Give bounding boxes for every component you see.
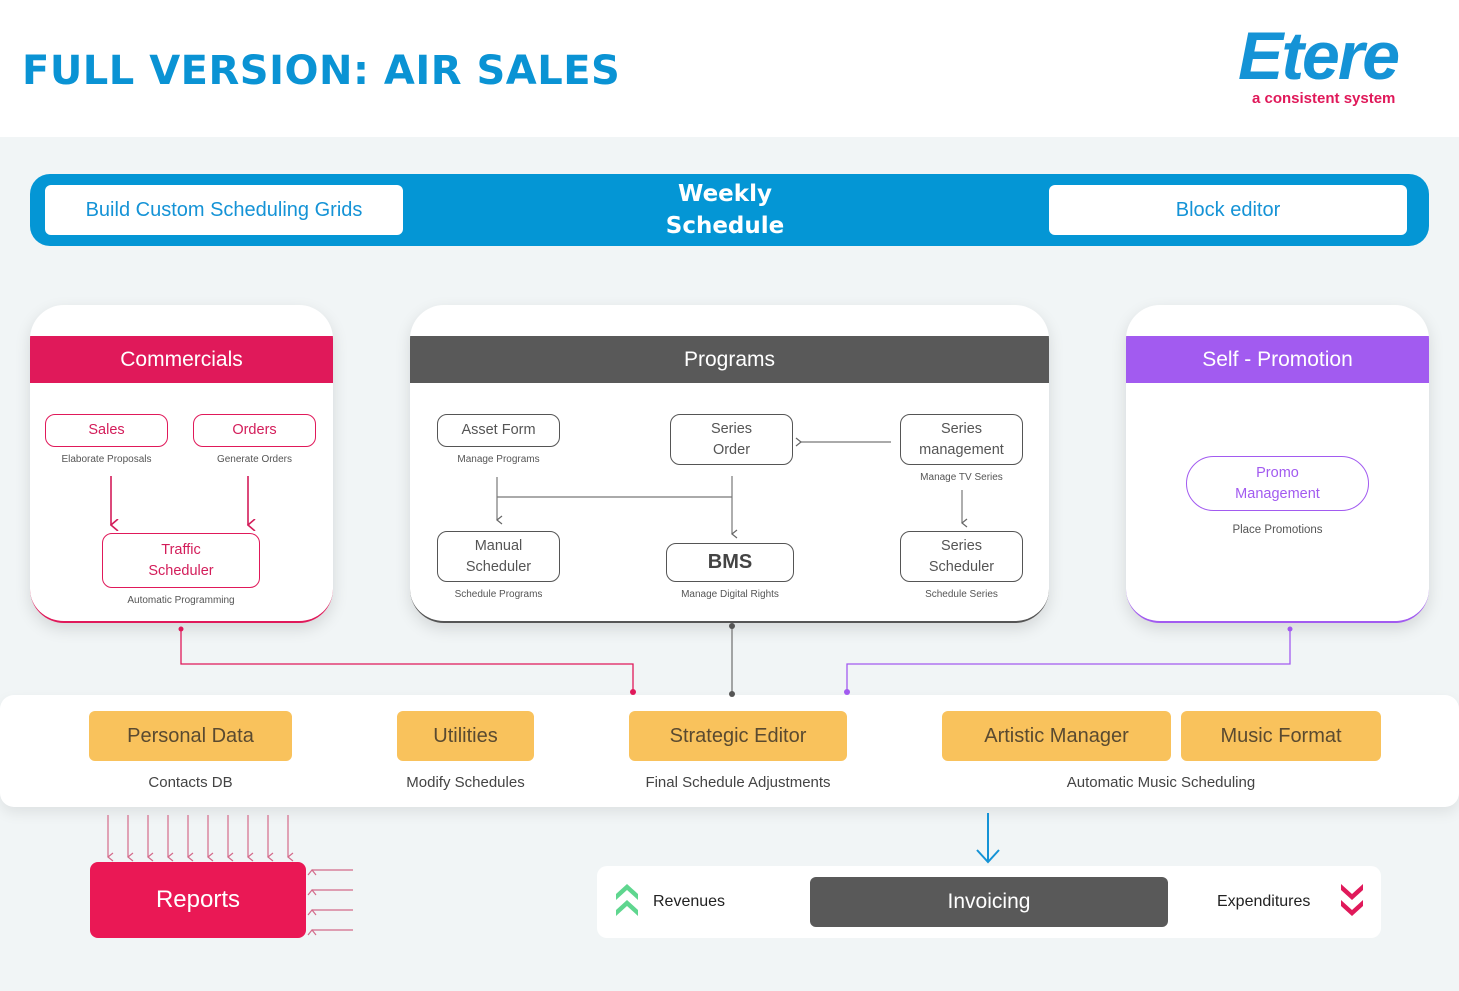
personal-data-tool[interactable]: Personal Data [89, 711, 292, 761]
series-scheduler-line1: Series [940, 537, 983, 554]
series-management-node[interactable]: Series management [900, 414, 1023, 465]
series-scheduler-line2: Scheduler [928, 558, 995, 575]
promo-management-line1: Promo [1256, 464, 1299, 481]
asset-form-node[interactable]: Asset Form [437, 414, 560, 447]
series-order-line1: Series [710, 420, 753, 437]
series-scheduler-caption: Schedule Series [925, 589, 998, 600]
weekly-schedule-line2: Schedule [665, 213, 785, 239]
revenues-label: Revenues [653, 893, 726, 910]
orders-node[interactable]: Orders [193, 414, 316, 447]
reports-down-arrows [107, 815, 294, 862]
music-format-tool[interactable]: Music Format [1181, 711, 1381, 761]
orders-caption: Generate Orders [216, 454, 293, 465]
utilities-caption: Modify Schedules [406, 774, 525, 791]
personal-data-caption: Contacts DB [148, 774, 233, 791]
manual-scheduler-line2: Scheduler [465, 558, 532, 575]
self-promotion-card: Self - Promotion Promo Management Place … [1126, 305, 1429, 623]
expenditures-label: Expenditures [1217, 893, 1311, 910]
bms-node[interactable]: BMS [666, 543, 794, 582]
weekly-schedule-line1: Weekly [678, 181, 772, 207]
series-management-line1: Series [940, 420, 983, 437]
reports-side-arrows [307, 869, 353, 936]
commercials-connector-dot-top [178, 626, 184, 632]
build-custom-grids-button[interactable]: Build Custom Scheduling Grids [45, 185, 403, 235]
traffic-scheduler-caption: Automatic Programming [127, 595, 235, 606]
traffic-scheduler-line1: Traffic [161, 541, 201, 558]
header [0, 0, 1459, 137]
to-invoicing-arrowhead [976, 849, 1000, 864]
strategic-editor-caption: Final Schedule Adjustments [645, 774, 831, 791]
manual-scheduler-caption: Schedule Programs [454, 589, 543, 600]
weekly-schedule-label: Weekly Schedule [600, 178, 850, 242]
sales-caption: Elaborate Proposals [61, 454, 152, 465]
programs-card: Programs Asset Form Manage Programs Seri… [410, 305, 1049, 623]
manual-scheduler-node[interactable]: Manual Scheduler [437, 531, 560, 582]
artistic-manager-tool[interactable]: Artistic Manager [942, 711, 1171, 761]
sales-node[interactable]: Sales [45, 414, 168, 447]
series-management-line2: management [919, 441, 1004, 458]
tools-band: Personal Data Contacts DB Utilities Modi… [0, 695, 1459, 807]
promo-connector [846, 629, 1291, 692]
series-management-caption: Manage TV Series [920, 472, 1003, 483]
logo: Etere [1238, 18, 1400, 94]
series-scheduler-node[interactable]: Series Scheduler [900, 531, 1023, 582]
block-editor-button[interactable]: Block editor [1049, 185, 1407, 235]
strategic-editor-tool[interactable]: Strategic Editor [629, 711, 847, 761]
manual-scheduler-line1: Manual [474, 537, 523, 554]
bms-caption: Manage Digital Rights [681, 589, 779, 600]
series-order-line2: Order [712, 441, 751, 458]
utilities-tool[interactable]: Utilities [397, 711, 534, 761]
promo-connector-dot-top [1287, 626, 1293, 632]
traffic-scheduler-node[interactable]: Traffic Scheduler [102, 533, 260, 588]
double-chevron-down-icon [1341, 884, 1363, 916]
double-chevron-up-icon [616, 884, 638, 916]
promo-management-caption: Place Promotions [1232, 524, 1323, 536]
reports-button[interactable]: Reports [90, 862, 306, 938]
series-order-node[interactable]: Series Order [670, 414, 793, 465]
commercials-title: Commercials [30, 336, 333, 383]
promo-management-node[interactable]: Promo Management [1186, 456, 1369, 511]
music-scheduling-caption: Automatic Music Scheduling [1066, 774, 1256, 791]
commercials-card: Commercials Sales Elaborate Proposals Or… [30, 305, 333, 623]
programs-connector-dot-top [729, 623, 735, 629]
logo-tagline: a consistent system [1252, 90, 1396, 107]
page-title: FULL VERSION: AIR SALES [22, 48, 621, 94]
traffic-scheduler-line2: Scheduler [148, 562, 214, 579]
self-promotion-title: Self - Promotion [1126, 336, 1429, 383]
commercials-connector [180, 629, 634, 692]
programs-title: Programs [410, 336, 1049, 383]
asset-form-caption: Manage Programs [457, 454, 540, 465]
invoicing-button[interactable]: Invoicing [810, 877, 1168, 927]
promo-management-line2: Management [1235, 485, 1320, 502]
